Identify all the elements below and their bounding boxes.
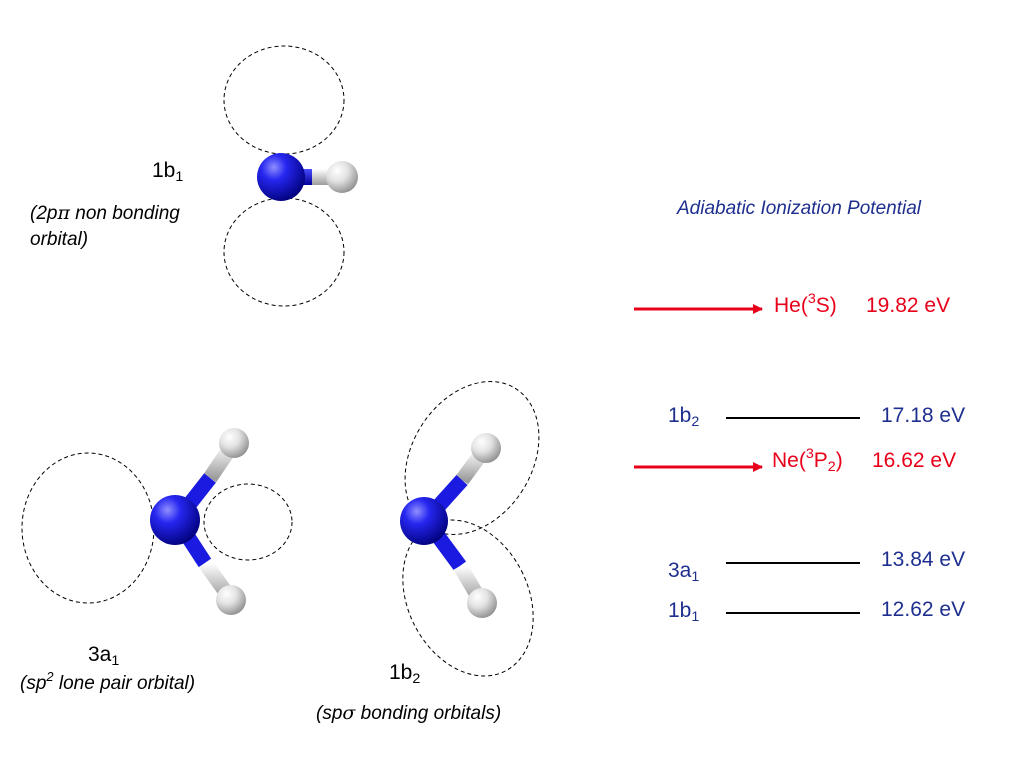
nitrogen-atom-left (150, 495, 200, 545)
caption-right-post: bonding orbitals) (355, 703, 502, 724)
ne-sub: 2 (827, 458, 836, 475)
he-line-label: He(3S) (774, 292, 837, 317)
level-1b1-sub: 1 (691, 608, 700, 625)
he-sup: 3 (807, 291, 816, 308)
ne-sup: 3 (805, 446, 814, 463)
orbital-lobe-top-lower (223, 197, 345, 307)
ne-state: P (813, 449, 828, 472)
caption-right: (spσ bonding orbitals) (316, 702, 502, 724)
level-3a1-sub: 1 (691, 568, 700, 585)
hydrogen-atom-right-upper (471, 433, 501, 463)
caption-right-pre: (sp (316, 703, 343, 724)
level-3a1-main: 3a (668, 559, 692, 582)
level-value-3a1: 13.84 eV (881, 548, 966, 571)
label-right-1b2: 1b2 (389, 661, 420, 686)
nitrogen-atom-right (400, 497, 448, 545)
level-1b2-sub: 2 (691, 413, 700, 430)
ne-line-label: Ne(3P2) (772, 447, 843, 474)
level-value-1b1: 12.62 eV (881, 598, 966, 621)
energy-diagram-title: Adiabatic Ionization Potential (677, 198, 921, 219)
caption-top-line2: orbital) (30, 229, 89, 250)
energy-diagram-graphics (634, 304, 860, 614)
hydrogen-atom-right-lower (467, 588, 497, 618)
hydrogen-atom-left-upper (219, 428, 249, 458)
ne-close: ) (835, 449, 843, 472)
he-element: He( (774, 294, 808, 317)
level-label-1b2: 1b2 (668, 404, 699, 429)
label-left-sub: 1 (111, 652, 120, 669)
he-line-value: 19.82 eV (866, 294, 951, 317)
caption-top-symbol: π (57, 202, 70, 224)
he-state: S) (815, 294, 837, 317)
label-top-sub: 1 (175, 168, 184, 185)
orbital-lobe-left-large (21, 452, 155, 604)
level-1b1-main: 1b (668, 599, 692, 622)
caption-right-symbol: σ (342, 702, 356, 724)
molecule-left-3a1 (21, 428, 293, 615)
caption-left-post: lone pair orbital) (53, 673, 196, 694)
label-top-main: 1b (152, 159, 176, 182)
caption-left-pre: (sp (20, 673, 47, 694)
ne-line-value: 16.62 eV (872, 449, 957, 472)
label-left-3a1: 3a1 (88, 643, 119, 668)
caption-top: (2pπ non bonding (30, 202, 180, 224)
orbital-lobe-top-upper (223, 45, 345, 155)
label-right-main: 1b (389, 661, 413, 684)
caption-left: (sp2 lone pair orbital) (20, 670, 196, 694)
level-label-1b1: 1b1 (668, 599, 699, 624)
caption-left-sup: 2 (46, 669, 54, 684)
label-top-1b1: 1b1 (152, 159, 183, 184)
caption-top-pre: (2p (30, 203, 58, 224)
nitrogen-atom-top (257, 153, 305, 201)
hydrogen-atom-left-lower (216, 585, 246, 615)
hydrogen-atom-top (326, 161, 358, 193)
caption-top-post: non bonding (69, 203, 180, 224)
label-left-main: 3a (88, 643, 112, 666)
orbital-lobe-left-small (203, 483, 293, 561)
ne-element: Ne( (772, 449, 806, 472)
level-value-1b2: 17.18 eV (881, 404, 966, 427)
molecule-right-1b2 (400, 381, 540, 677)
level-label-3a1: 3a1 (668, 559, 699, 584)
molecule-top-1b1 (223, 45, 358, 307)
level-1b2-main: 1b (668, 404, 692, 427)
label-right-sub: 2 (412, 670, 421, 687)
